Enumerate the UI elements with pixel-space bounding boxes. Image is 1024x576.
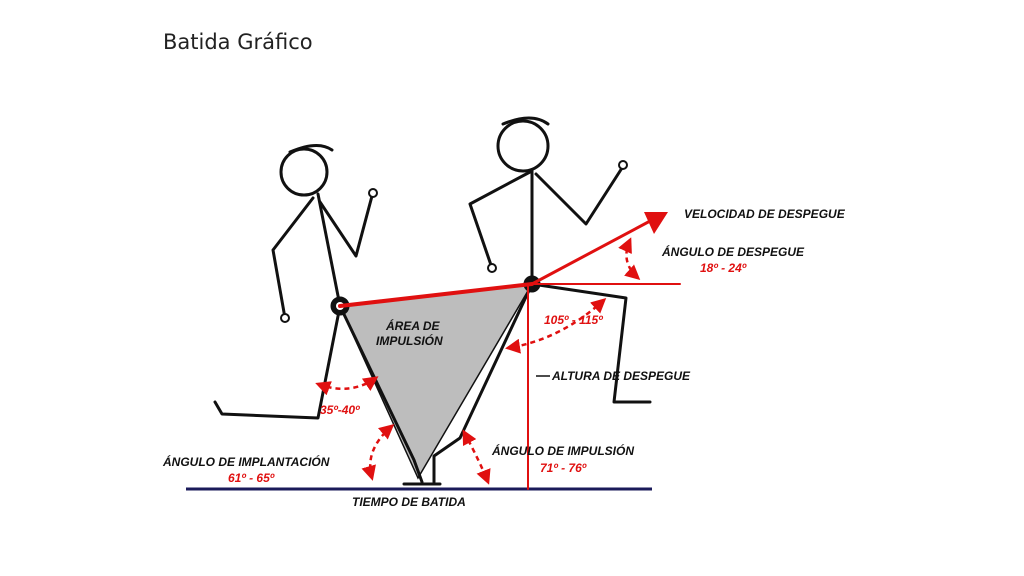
label-tiempo-batida: TIEMPO DE BATIDA (352, 495, 466, 509)
takeoff-velocity-vector (530, 218, 654, 286)
value-angulo-implantacion: 61º - 65º (228, 471, 275, 485)
label-area-impulsion-1: ÁREA DE (385, 318, 441, 333)
label-angulo-despegue: ÁNGULO DE DESPEGUE (661, 244, 805, 259)
slide-title: Batida Gráfico (163, 30, 313, 54)
label-area-impulsion-2: IMPULSIÓN (376, 333, 443, 348)
runner-left-head (279, 147, 329, 197)
label-velocidad-despegue: VELOCIDAD DE DESPEGUE (684, 207, 846, 221)
value-angulo-pierna: 35º-40º (320, 403, 360, 417)
label-angulo-implantacion: ÁNGULO DE IMPLANTACIÓN (162, 454, 330, 469)
runner-right (432, 116, 652, 484)
value-angulo-impulsion: 71º - 76º (540, 461, 587, 475)
runner-right-head (496, 119, 550, 173)
velocity-arrowhead (644, 212, 668, 234)
label-altura-despegue: ALTURA DE DESPEGUE (551, 369, 691, 383)
angle-arcs (315, 237, 641, 485)
value-angulo-rodilla: 105º - 115º (544, 313, 603, 327)
value-angulo-despegue: 18º - 24º (700, 261, 747, 275)
label-angulo-impulsion: ÁNGULO DE IMPULSIÓN (491, 443, 634, 458)
runner-left (213, 144, 442, 486)
